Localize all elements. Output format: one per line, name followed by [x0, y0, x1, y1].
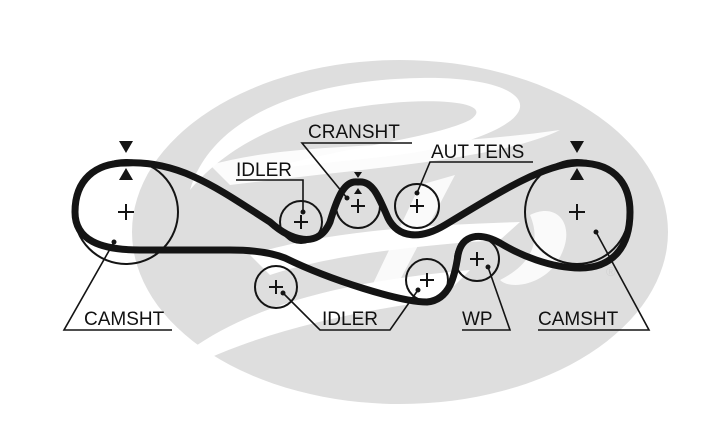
label-idler-lower: IDLER [322, 309, 378, 330]
logo-swoosh-mid [210, 130, 560, 185]
timing-mark-crankshaft-outer [354, 172, 362, 178]
label-camshaft-right: CAMSHT [538, 309, 619, 330]
timing-mark-camshaft-left-outer [119, 141, 133, 153]
center-cross-auto-tensioner [410, 199, 424, 213]
logo-swoosh-bottom [190, 270, 470, 360]
center-cross-water-pump [470, 252, 484, 266]
leader-lines [62, 142, 651, 331]
logo-swoosh-upper [190, 77, 521, 190]
center-cross-camshaft-right [569, 204, 585, 220]
center-cross-camshaft-left [118, 204, 134, 220]
leader-water-pump [462, 266, 512, 331]
logo-swoosh-lower [250, 222, 520, 275]
leader-dots [111, 190, 599, 296]
timing-mark-crankshaft-inner [354, 188, 362, 194]
leader-idler-upper [236, 179, 304, 212]
leader-camshaft-left [62, 241, 172, 331]
leader-idler-lower [282, 289, 419, 331]
pulley-centers [118, 199, 585, 294]
leader-auto-tensioner [416, 161, 533, 194]
center-cross-idler-lower-left [269, 280, 283, 294]
label-idler-upper: IDLER [236, 160, 292, 181]
timing-marks [119, 141, 584, 194]
timing-mark-camshaft-right-inner [570, 168, 584, 180]
label-crankshaft: CRANSHT [308, 122, 400, 143]
pulley-auto-tensioner [394, 183, 440, 229]
label-camshaft-left: CAMSHT [84, 309, 165, 330]
label-auto-tensioner: AUT TENS [431, 142, 524, 163]
leader-crankshaft [300, 142, 412, 199]
pulley-idler-upper [279, 200, 323, 244]
leader-camshaft-right [538, 231, 651, 331]
timing-belt [71, 159, 634, 306]
label-water-pump: WP [462, 309, 493, 330]
timing-mark-camshaft-right-outer [570, 141, 584, 153]
pulley-idler-lower-left [254, 265, 298, 309]
timing-mark-camshaft-left-inner [119, 168, 133, 180]
registered-mark: ® [606, 264, 616, 279]
center-cross-crankshaft [351, 199, 365, 213]
center-cross-idler-upper [294, 215, 308, 229]
center-cross-idler-lower-right [420, 273, 434, 287]
